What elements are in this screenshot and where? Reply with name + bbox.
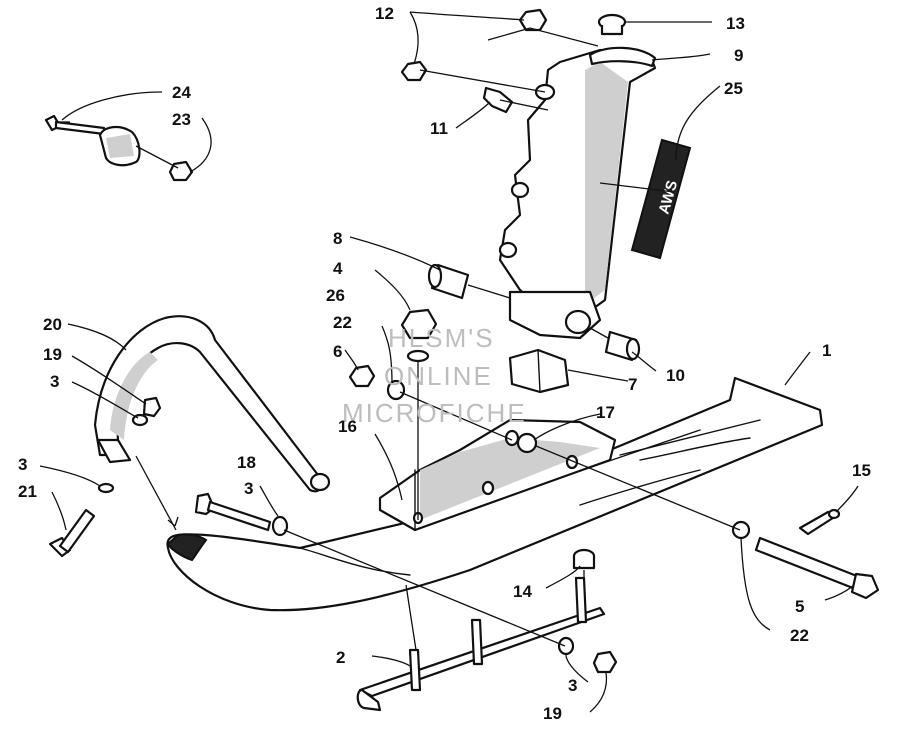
callout-3-washer-b: 3 — [244, 479, 253, 498]
loop-handle-20 — [93, 315, 331, 493]
callout-14: 14 — [513, 582, 532, 601]
callout-7: 7 — [628, 375, 637, 394]
assembly-lines — [58, 27, 741, 651]
washer-22-right — [731, 520, 751, 540]
callout-13: 13 — [726, 14, 745, 33]
spindle — [498, 46, 657, 340]
wear-rod-2 — [356, 576, 606, 712]
callout-8: 8 — [333, 229, 342, 248]
callout-12: 12 — [375, 4, 394, 23]
washer-17 — [516, 432, 538, 454]
callout-leaders — [39, 11, 859, 713]
bolt-18 — [194, 492, 272, 532]
grease-fitting-11 — [482, 86, 514, 114]
bolt-5 — [754, 536, 880, 600]
callout-1: 1 — [822, 341, 831, 360]
washer-22-left — [386, 379, 406, 401]
saddle-bracket-16 — [378, 418, 617, 532]
cap-13 — [597, 13, 627, 36]
nut-19-bottom — [592, 650, 618, 674]
callout-20: 20 — [43, 315, 62, 334]
callout-22-right: 22 — [790, 626, 809, 645]
nut-4 — [400, 308, 438, 340]
cotter-pin-15 — [798, 508, 841, 536]
nut-12-left — [400, 60, 428, 82]
bolt-21 — [48, 508, 96, 558]
callout-4: 4 — [333, 259, 343, 278]
stopper-14 — [572, 548, 596, 570]
washer-3-b — [271, 515, 289, 537]
nut-19-top — [142, 396, 162, 418]
washer-3-d — [557, 636, 575, 656]
callout-numbers: 1 2 3 3 3 3 4 5 6 7 8 9 10 11 12 13 14 1… — [18, 4, 871, 723]
callout-10: 10 — [666, 366, 685, 385]
rubber-block-7 — [508, 348, 570, 394]
callout-24: 24 — [172, 83, 191, 102]
aws-decal: AWS — [630, 138, 692, 260]
callout-26: 26 — [326, 286, 345, 305]
nut-23 — [168, 160, 194, 182]
callout-3-washer-d: 3 — [568, 676, 577, 695]
callout-5: 5 — [795, 597, 804, 616]
callout-9: 9 — [734, 46, 743, 65]
callout-22-left: 22 — [333, 313, 352, 332]
bushing-10 — [604, 330, 641, 362]
watermark-line-1: HLSM'S — [388, 323, 495, 353]
callout-2: 2 — [336, 648, 345, 667]
callout-6: 6 — [333, 342, 342, 361]
washer-3-a — [97, 482, 115, 494]
callout-17: 17 — [596, 403, 615, 422]
callout-18: 18 — [237, 453, 256, 472]
watermark-line-3: MICROFICHE — [342, 398, 527, 428]
callout-23: 23 — [172, 110, 191, 129]
callout-25: 25 — [724, 79, 743, 98]
callout-16: 16 — [338, 417, 357, 436]
callout-15: 15 — [852, 461, 871, 480]
nut-6 — [348, 364, 376, 388]
callout-19-handle: 19 — [43, 345, 62, 364]
callout-19-bottom: 19 — [543, 704, 562, 723]
watermark-line-2: ONLINE — [384, 361, 493, 391]
callout-21: 21 — [18, 482, 37, 501]
callout-11: 11 — [430, 119, 448, 138]
callout-3-washer-a: 3 — [18, 455, 27, 474]
bolt-24 — [44, 114, 106, 136]
callout-3-washer-c: 3 — [50, 372, 59, 391]
bushing-8 — [427, 263, 470, 300]
bumper-23 — [98, 125, 141, 167]
watermark: HLSM'S ONLINE MICROFICHE — [342, 323, 527, 428]
